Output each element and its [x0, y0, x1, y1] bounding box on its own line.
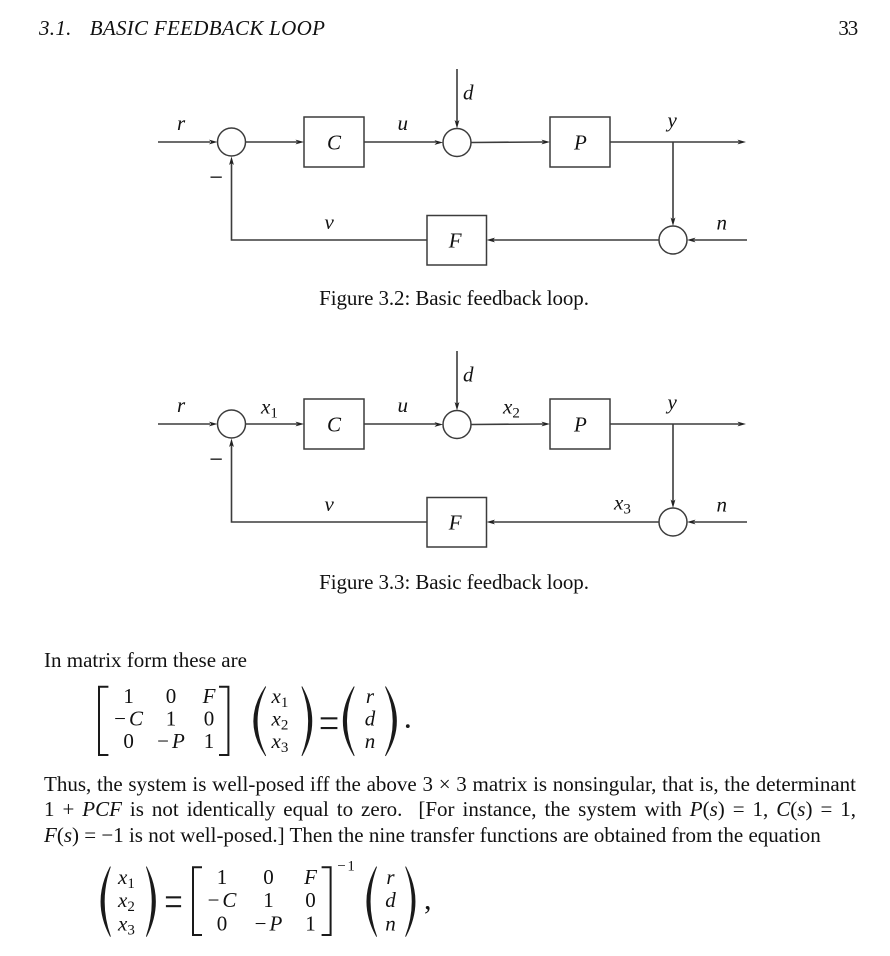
svg-text:−P: −P — [157, 729, 185, 753]
svg-text:0: 0 — [305, 888, 316, 912]
svg-text:n: n — [385, 912, 396, 936]
svg-text:x3: x3 — [613, 491, 631, 518]
svg-text:y: y — [666, 108, 678, 132]
svg-text:1: 1 — [263, 888, 274, 912]
svg-text:r: r — [366, 684, 375, 708]
svg-text:x3: x3 — [117, 912, 135, 939]
svg-text:n: n — [717, 492, 728, 516]
svg-text:C: C — [327, 131, 342, 155]
svg-text:F: F — [448, 510, 462, 534]
svg-text:F: F — [448, 228, 462, 252]
svg-text:0: 0 — [204, 707, 215, 731]
svg-text:−1: −1 — [337, 859, 354, 875]
svg-text:d: d — [365, 707, 376, 731]
svg-text:,: , — [424, 883, 432, 916]
svg-text:x1: x1 — [260, 395, 278, 422]
svg-text:P: P — [573, 131, 587, 155]
svg-text:r: r — [386, 865, 395, 889]
svg-text:x2: x2 — [502, 395, 520, 422]
svg-text:1: 1 — [305, 912, 316, 936]
svg-text:1: 1 — [217, 865, 228, 889]
svg-text:−C: −C — [114, 707, 144, 731]
svg-text:F: F — [202, 684, 216, 708]
svg-text:v: v — [325, 492, 335, 516]
svg-text:0: 0 — [166, 684, 177, 708]
svg-text:0: 0 — [217, 912, 228, 936]
svg-text:1: 1 — [204, 729, 215, 753]
svg-text:d: d — [463, 363, 474, 387]
svg-text:0: 0 — [123, 729, 134, 753]
svg-text:d: d — [463, 81, 474, 105]
svg-text:C: C — [327, 413, 342, 437]
svg-text:F: F — [303, 865, 317, 889]
svg-text:d: d — [385, 888, 396, 912]
svg-text:−C: −C — [208, 888, 238, 912]
svg-text:−P: −P — [255, 912, 283, 936]
svg-text:P: P — [573, 413, 587, 437]
svg-text:r: r — [177, 393, 186, 417]
svg-text:n: n — [365, 729, 376, 753]
svg-text:u: u — [398, 393, 409, 417]
svg-text:1: 1 — [166, 707, 177, 731]
svg-text:0: 0 — [263, 865, 274, 889]
svg-text:n: n — [717, 210, 728, 234]
svg-text:y: y — [666, 390, 678, 414]
svg-text:v: v — [325, 210, 335, 234]
svg-text:u: u — [398, 111, 409, 135]
svg-text:r: r — [177, 111, 186, 135]
svg-text:1: 1 — [123, 684, 134, 708]
